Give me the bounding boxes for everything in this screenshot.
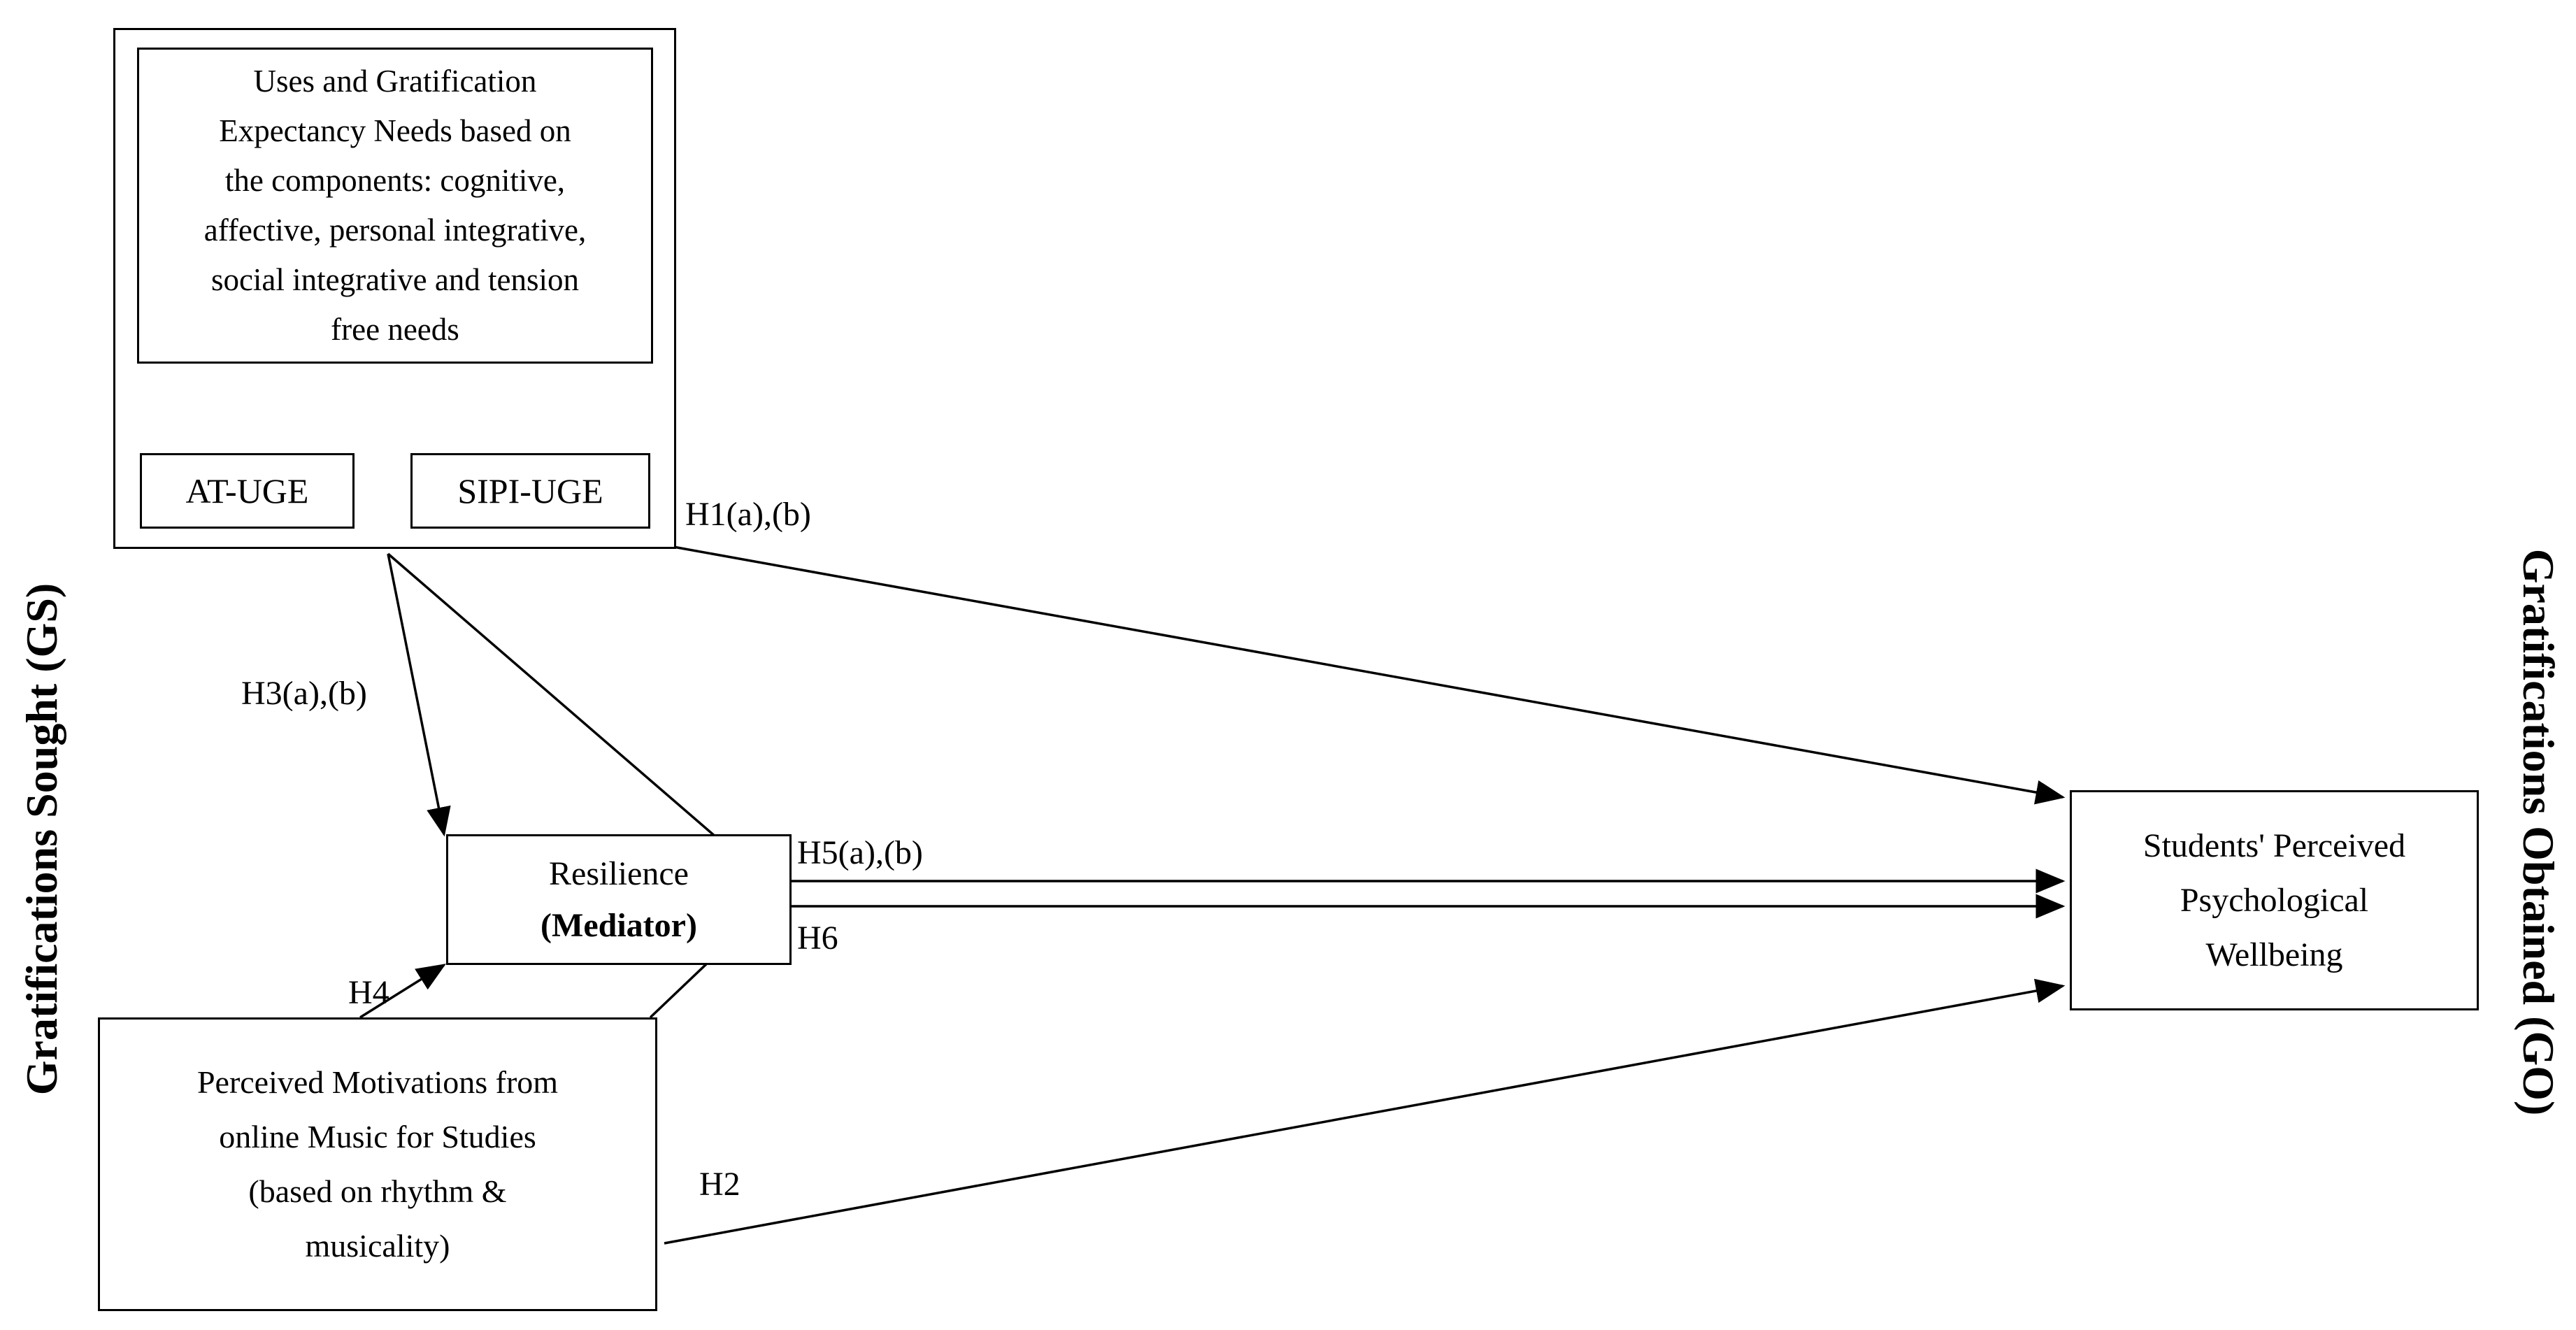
path-label-h1: H1(a),(b) bbox=[685, 496, 811, 533]
resilience-label: Resilience bbox=[549, 855, 689, 892]
path-label-h2: H2 bbox=[699, 1166, 740, 1203]
arrow-h3 bbox=[387, 553, 451, 837]
online-music-motivations-box: Perceived Motivations from online Music … bbox=[98, 1017, 657, 1311]
uses-and-gratification-needs-box: Uses and Gratification Expectancy Needs … bbox=[137, 48, 653, 364]
path-label-h6: H6 bbox=[797, 920, 838, 957]
arrow-h6 bbox=[649, 894, 2066, 1019]
at-uge-label: AT-UGE bbox=[185, 471, 309, 510]
at-uge-box: AT-UGE bbox=[140, 453, 355, 529]
mediator-label: (Mediator) bbox=[541, 906, 697, 944]
path-label-h5: H5(a),(b) bbox=[797, 834, 923, 871]
sipi-uge-label: SIPI-UGE bbox=[457, 471, 603, 510]
arrow-h1 bbox=[673, 545, 2066, 805]
psychological-wellbeing-box: Students' Perceived Psychological Wellbe… bbox=[2070, 790, 2479, 1010]
uses-and-gratification-needs-text: Uses and Gratification Expectancy Needs … bbox=[203, 64, 587, 347]
arrow-h2 bbox=[664, 978, 2066, 1245]
gratifications-sought-side-label: Gratifications Sought (GS) bbox=[17, 582, 66, 1096]
resilience-mediator-box: Resilience (Mediator) bbox=[446, 834, 792, 965]
psychological-wellbeing-text: Students' Perceived Psychological Wellbe… bbox=[2142, 827, 2406, 973]
path-label-h3: H3(a),(b) bbox=[241, 675, 367, 712]
path-label-h4: H4 bbox=[348, 974, 389, 1011]
online-music-motivations-text: Perceived Motivations from online Music … bbox=[196, 1064, 559, 1264]
arrow-h4 bbox=[359, 964, 446, 1019]
sipi-uge-box: SIPI-UGE bbox=[410, 453, 650, 529]
arrow-h5 bbox=[387, 552, 2066, 894]
gratifications-obtained-side-label: Gratifications Obtained (GO) bbox=[2514, 548, 2563, 1116]
